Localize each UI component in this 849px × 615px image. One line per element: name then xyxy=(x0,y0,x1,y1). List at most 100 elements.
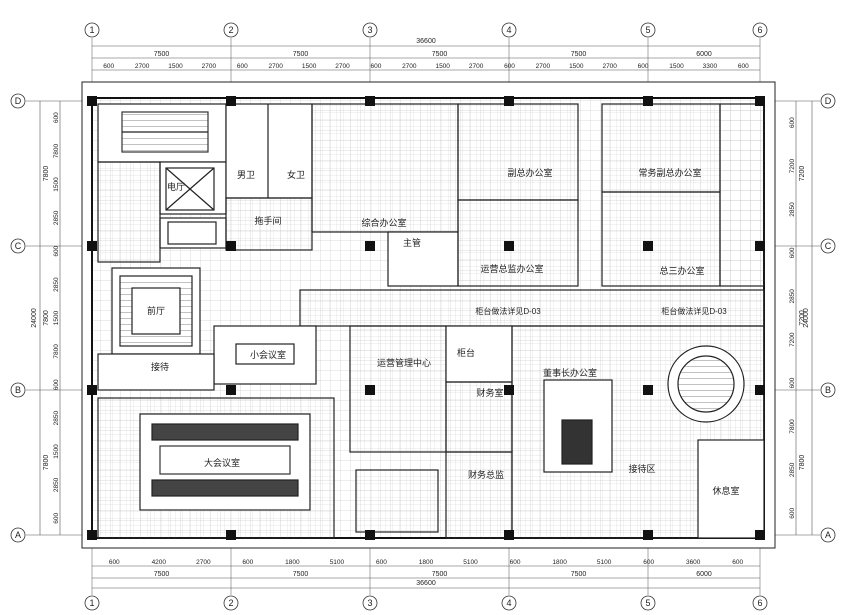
top-sub-11: 2700 xyxy=(469,63,484,70)
axis-label-6: 6 xyxy=(757,25,762,35)
left-sub-2: 1500 xyxy=(53,177,60,192)
axis-bubble-4 xyxy=(501,22,517,38)
bottom-sub-1: 4200 xyxy=(152,559,167,566)
bottom-sub-0: 600 xyxy=(109,559,120,566)
left-sub-9: 2850 xyxy=(53,411,60,426)
axis-bubble-D xyxy=(820,93,836,109)
label-ops-center: 运营管理中心 xyxy=(377,357,431,368)
bottom-bay-0: 7500 xyxy=(154,571,170,578)
bottom-sub-11: 5100 xyxy=(597,559,612,566)
axis-label-3: 3 xyxy=(367,598,372,608)
axis-label-D: D xyxy=(15,96,22,106)
label-big-meeting: 大会议室 xyxy=(204,457,240,468)
right-sub-8: 2850 xyxy=(789,462,796,477)
main-corridor xyxy=(299,289,765,327)
right-sub-1: 7200 xyxy=(789,158,796,173)
column-5-1 xyxy=(755,241,765,251)
label-reception: 接待 xyxy=(151,361,169,372)
overall-width-bottom: 36600 xyxy=(416,580,436,587)
label-hall: 电厅 xyxy=(167,181,185,192)
label-lounge: 休息室 xyxy=(712,485,739,496)
top-sub-7: 2700 xyxy=(335,63,350,70)
dimension-lines xyxy=(26,38,820,595)
axis-label-1: 1 xyxy=(89,598,94,608)
label-deputy-gm: 副总办公室 xyxy=(507,167,552,178)
left-sub-12: 600 xyxy=(53,513,60,524)
left-bay-2: 7800 xyxy=(43,455,50,471)
label-finance: 财务室 xyxy=(476,387,503,398)
counter-room xyxy=(445,325,513,383)
bottom-sub-3: 600 xyxy=(242,559,253,566)
axis-bubble-6 xyxy=(752,595,768,611)
label-counter: 柜台 xyxy=(457,347,475,358)
axis-label-D: D xyxy=(825,96,832,106)
bottom-sub-6: 600 xyxy=(376,559,387,566)
supervisor-room xyxy=(387,231,459,287)
axis-bubble-6 xyxy=(752,22,768,38)
bottom-bay-1: 7500 xyxy=(293,571,309,578)
right-sub-5: 7200 xyxy=(789,332,796,347)
label-corridor-note-1: 柜台做法详见D-03 xyxy=(475,306,541,316)
column-5-2 xyxy=(755,385,765,395)
right-sub-9: 600 xyxy=(789,507,796,518)
general-office-room xyxy=(311,103,459,233)
label-small-meeting: 小会议室 xyxy=(250,349,286,360)
deputy-gm-room xyxy=(457,103,579,201)
left-sub-11: 2850 xyxy=(53,477,60,492)
right-sub-7: 7800 xyxy=(789,419,796,434)
axis-bubble-1 xyxy=(84,22,100,38)
top-bay-2: 7500 xyxy=(432,51,448,58)
axis-bubble-A xyxy=(10,527,26,543)
right-bay-2: 7800 xyxy=(799,455,806,471)
axis-label-B: B xyxy=(15,385,21,395)
label-chairman: 董事长办公室 xyxy=(543,367,597,378)
column-2-2 xyxy=(365,385,375,395)
top-sub-4: 600 xyxy=(237,63,248,70)
axis-bubble-3 xyxy=(362,595,378,611)
right-sub-3: 600 xyxy=(789,247,796,258)
label-general-office: 综合办公室 xyxy=(361,217,406,228)
label-finance-director: 财务总监 xyxy=(468,469,504,480)
bottom-bay-2: 7500 xyxy=(432,571,448,578)
top-sub-3: 2700 xyxy=(202,63,217,70)
axis-label-5: 5 xyxy=(645,25,650,35)
round-table-area xyxy=(667,345,745,423)
label-female-wc: 女卫 xyxy=(287,169,305,180)
top-sub-13: 2700 xyxy=(536,63,551,70)
column-2-3 xyxy=(365,530,375,540)
axis-label-A: A xyxy=(825,530,831,540)
axis-bubble-B xyxy=(820,382,836,398)
ops-center-room xyxy=(349,325,447,453)
top-bay-1: 7500 xyxy=(293,51,309,58)
top-sub-14: 1500 xyxy=(569,63,584,70)
lobby-room xyxy=(97,161,161,263)
right-sub-0: 600 xyxy=(789,117,796,128)
top-sub-18: 3300 xyxy=(703,63,718,70)
bottom-sub-13: 3600 xyxy=(686,559,701,566)
axis-bubble-B xyxy=(10,382,26,398)
overall-height-right: 24000 xyxy=(803,308,810,328)
column-4-1 xyxy=(643,241,653,251)
label-reception-area: 接待区 xyxy=(628,463,655,474)
axis-label-B: B xyxy=(825,385,831,395)
axis-bubble-A xyxy=(820,527,836,543)
ops-vp-room xyxy=(457,199,579,287)
top-sub-19: 600 xyxy=(738,63,749,70)
column-1-1 xyxy=(226,241,236,251)
left-sub-1: 7800 xyxy=(53,143,60,158)
exec-vp-room xyxy=(601,103,721,193)
chairman-table xyxy=(543,379,613,473)
column-2-0 xyxy=(365,96,375,106)
axis-label-5: 5 xyxy=(645,598,650,608)
left-bay-0: 7800 xyxy=(43,166,50,182)
right-sub-4: 2850 xyxy=(789,289,796,304)
bottom-bay-3: 7500 xyxy=(571,571,587,578)
column-4-3 xyxy=(643,530,653,540)
top-sub-12: 600 xyxy=(504,63,515,70)
column-3-1 xyxy=(504,241,514,251)
axis-label-A: A xyxy=(15,530,21,540)
bottom-bay-4: 6000 xyxy=(696,571,712,578)
